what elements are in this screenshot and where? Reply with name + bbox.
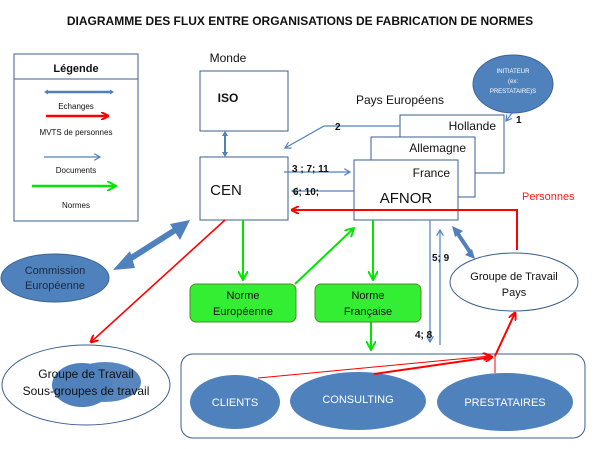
norme-flow-to-afnor xyxy=(294,228,354,285)
node-initiateur-line2: (ex: xyxy=(508,79,518,85)
node-groupe-travail-pays-line2: Pays xyxy=(502,287,527,299)
node-norme-europeenne xyxy=(189,283,297,323)
node-clients xyxy=(190,375,280,429)
personnes-flow-to-groupe-pays xyxy=(494,313,515,357)
legend-personnes-label: MVTS de personnes xyxy=(40,128,113,137)
groupe-travail-blob-2 xyxy=(69,362,141,402)
flow-2-label: 2 xyxy=(335,122,341,133)
personnes-flow-to-cen xyxy=(292,210,518,250)
node-iso xyxy=(199,70,289,132)
node-initiateur-line3: PRESTATAIRE)S xyxy=(490,89,536,95)
legend-normes-label: Normes xyxy=(62,201,90,210)
personnes-flow-consulting xyxy=(373,357,492,375)
node-initiateur xyxy=(472,54,554,114)
legend-box xyxy=(13,53,139,222)
region-pays-europeens-label: Pays Européens xyxy=(356,93,444,107)
node-norme-francaise xyxy=(314,283,422,323)
node-groupe-travail-line1: Groupe de Travail xyxy=(38,367,133,381)
personnes-flow-clients xyxy=(257,356,490,379)
legend-title: Légende xyxy=(53,63,98,75)
node-hollande-label: Hollande xyxy=(449,119,497,133)
legend-documents-label: Documents xyxy=(56,166,96,175)
flow-6-10-label: 6; 10; xyxy=(293,187,319,198)
flow-5-9-label: 5; 9 xyxy=(432,253,450,264)
node-france-label: France xyxy=(413,166,451,180)
node-cen xyxy=(199,156,289,221)
node-prestataires-label: PRESTATAIRES xyxy=(464,397,545,409)
node-clients-label: CLIENTS xyxy=(212,397,258,409)
flow-3-7-11-label: 3 ; 7; 11 xyxy=(292,164,329,175)
node-commission-europeenne xyxy=(0,253,110,303)
node-iso-label: ISO xyxy=(218,91,239,105)
node-groupe-travail-line2: Sous-groupes de travail xyxy=(23,384,150,398)
node-consulting xyxy=(290,372,426,430)
personnes-label: Personnes xyxy=(522,191,575,203)
commission-cen-exchange xyxy=(113,220,190,270)
node-commission-line1: Commission xyxy=(25,265,86,277)
personnes-flow-cen-to-groupe xyxy=(91,219,226,342)
node-commission-line2: Européenne xyxy=(25,280,85,292)
node-norme-europeenne-line1: Norme xyxy=(226,290,259,302)
node-groupe-travail-pays-line1: Groupe de Travail xyxy=(470,271,557,283)
node-afnor-label: AFNOR xyxy=(380,190,433,207)
flow-1-label: 1 xyxy=(516,115,522,126)
node-norme-francaise-line1: Norme xyxy=(351,290,384,302)
afnor-groupe-pays-exchange xyxy=(452,226,475,259)
node-cen-label: CEN xyxy=(210,182,242,199)
node-norme-europeenne-line2: Européenne xyxy=(213,306,273,318)
node-prestataires xyxy=(437,373,573,431)
node-initiateur-line1: INITIATEUR xyxy=(497,69,531,75)
node-consulting-label: CONSULTING xyxy=(322,394,393,406)
flow-1-arrow xyxy=(506,112,513,121)
node-norme-francaise-line2: Française xyxy=(344,306,392,318)
legend: Légende Echanges MVTS de personnes Docum… xyxy=(13,53,139,222)
diagram-title: DIAGRAMME DES FLUX ENTRE ORGANISATIONS D… xyxy=(67,14,533,28)
node-allemagne-label: Allemagne xyxy=(409,141,466,155)
flow-4-8-label: 4; 8 xyxy=(415,330,433,341)
region-monde-label: Monde xyxy=(210,51,247,65)
legend-echanges-label: Echanges xyxy=(58,102,94,111)
flow-2-arrow xyxy=(285,125,400,148)
